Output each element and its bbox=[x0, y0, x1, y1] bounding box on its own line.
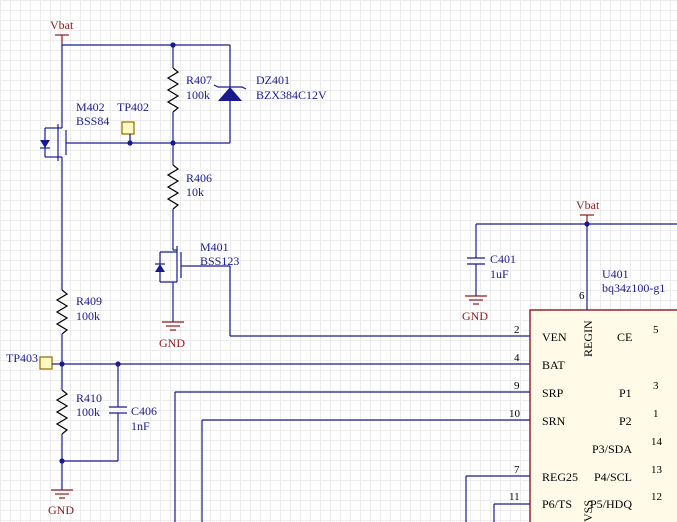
testpoint-tp403[interactable]: TP403 bbox=[6, 351, 62, 370]
ic-pin-p3-sda: 14 P3/SDA bbox=[592, 436, 663, 456]
u401-value: bq34z100-g1 bbox=[602, 281, 665, 295]
gate-node-wire bbox=[72, 140, 230, 146]
r407-value: 100k bbox=[186, 88, 210, 102]
svg-text:P1: P1 bbox=[619, 386, 632, 400]
c401-ref: C401 bbox=[490, 252, 516, 266]
svg-text:P5/HDQ: P5/HDQ bbox=[590, 497, 632, 511]
ic-pin-srp: 9 SRP bbox=[174, 380, 564, 522]
r407-ref: R407 bbox=[186, 73, 212, 87]
r406-ref: R406 bbox=[186, 171, 212, 185]
ic-u401-body bbox=[529, 309, 677, 522]
ic-u401: U401 bq34z100-g1 6 REGIN VSS 2 VEN 4 BAT… bbox=[174, 267, 677, 522]
ic-pin-bat: 4 BAT bbox=[514, 352, 565, 372]
svg-text:SRN: SRN bbox=[542, 414, 566, 428]
svg-text:BAT: BAT bbox=[542, 358, 565, 372]
c401-value: 1uF bbox=[490, 267, 509, 281]
capacitor-c401: C401 1uF bbox=[467, 224, 516, 296]
svg-text:P3/SDA: P3/SDA bbox=[592, 442, 632, 456]
mosfet-m401: M401 BSS123 bbox=[155, 240, 239, 336]
ic-pin-p5-hdq: 12 P5/HDQ bbox=[590, 491, 662, 511]
svg-text:1: 1 bbox=[653, 408, 659, 420]
ic-pin-srn: 10 SRN bbox=[201, 408, 566, 522]
bat-net-wire bbox=[59, 361, 530, 367]
svg-text:P6/TS: P6/TS bbox=[542, 497, 572, 511]
regin-wire bbox=[476, 221, 677, 310]
m402-value: BSS84 bbox=[76, 114, 109, 128]
gnd-symbol-m401: GND bbox=[159, 321, 185, 350]
ic-pin-p6-ts: 11 P6/TS bbox=[493, 491, 572, 522]
gnd-label-c401: GND bbox=[462, 309, 488, 323]
vbat-symbol-left: Vbat bbox=[50, 18, 74, 45]
resistor-r407: R407 100k bbox=[166, 45, 212, 143]
svg-text:VEN: VEN bbox=[542, 330, 567, 344]
vbat-symbol-right: Vbat bbox=[576, 198, 600, 224]
svg-text:14: 14 bbox=[651, 436, 663, 448]
pin-vss-name: VSS bbox=[581, 500, 595, 522]
svg-text:13: 13 bbox=[651, 464, 663, 476]
svg-text:3: 3 bbox=[653, 380, 659, 392]
r409-ref: R409 bbox=[76, 294, 102, 308]
c406-value: 1nF bbox=[131, 419, 150, 433]
ic-pin-p2: 1 P2 bbox=[619, 408, 659, 428]
svg-text:CE: CE bbox=[617, 330, 632, 344]
gnd-symbol-bottom: GND bbox=[48, 489, 74, 517]
r406-value: 10k bbox=[186, 185, 204, 199]
ic-pin-p1: 3 P1 bbox=[619, 380, 659, 400]
svg-text:4: 4 bbox=[514, 352, 520, 364]
svg-text:2: 2 bbox=[514, 324, 520, 336]
svg-text:SRP: SRP bbox=[542, 386, 564, 400]
ic-pin-ce: 5 CE bbox=[617, 324, 659, 344]
ic-pin-p4-scl: 13 P4/SCL bbox=[594, 464, 663, 484]
dz401-ref: DZ401 bbox=[256, 73, 290, 87]
pin-regin-number: 6 bbox=[579, 290, 585, 302]
m401-value: BSS123 bbox=[200, 254, 239, 268]
svg-text:7: 7 bbox=[514, 464, 520, 476]
resistor-r409: R409 100k bbox=[55, 157, 102, 390]
zener-dz401: DZ401 BZX384C12V bbox=[213, 45, 327, 143]
resistor-r410: R410 100k bbox=[55, 389, 102, 490]
dz401-value: BZX384C12V bbox=[256, 88, 327, 102]
mosfet-m402: M402 BSS84 bbox=[40, 100, 109, 161]
vbat-label-right: Vbat bbox=[576, 198, 600, 212]
u401-ref: U401 bbox=[602, 267, 629, 281]
pin-regin-name: REGIN bbox=[581, 320, 595, 357]
gnd-label-m401: GND bbox=[159, 336, 185, 350]
testpoint-tp402[interactable]: TP402 bbox=[117, 100, 149, 143]
m402-ref: M402 bbox=[76, 100, 105, 114]
top-rail-wire bbox=[61, 42, 230, 128]
r409-value: 100k bbox=[76, 309, 100, 323]
gnd-symbol-c401: GND bbox=[462, 295, 488, 323]
r410-value: 100k bbox=[76, 405, 100, 419]
ic-pin-reg25: 7 REG25 bbox=[465, 464, 578, 522]
resistor-r406: R406 10k bbox=[166, 143, 212, 250]
m401-ref: M401 bbox=[200, 240, 229, 254]
svg-text:10: 10 bbox=[509, 408, 521, 420]
svg-text:REG25: REG25 bbox=[542, 470, 578, 484]
gnd-label-bottom: GND bbox=[48, 503, 74, 517]
svg-text:11: 11 bbox=[509, 491, 520, 503]
svg-text:P4/SCL: P4/SCL bbox=[594, 470, 632, 484]
svg-text:5: 5 bbox=[653, 324, 659, 336]
capacitor-c406: C406 1nF bbox=[59, 364, 157, 464]
r410-ref: R410 bbox=[76, 391, 102, 405]
vbat-label-left: Vbat bbox=[50, 18, 74, 32]
tp403-ref: TP403 bbox=[6, 351, 38, 365]
tp402-ref: TP402 bbox=[117, 100, 149, 114]
c406-ref: C406 bbox=[131, 404, 157, 418]
svg-text:9: 9 bbox=[514, 380, 520, 392]
ic-pin-ven: 2 VEN bbox=[514, 324, 567, 344]
svg-text:P2: P2 bbox=[619, 414, 632, 428]
svg-text:12: 12 bbox=[651, 491, 662, 503]
